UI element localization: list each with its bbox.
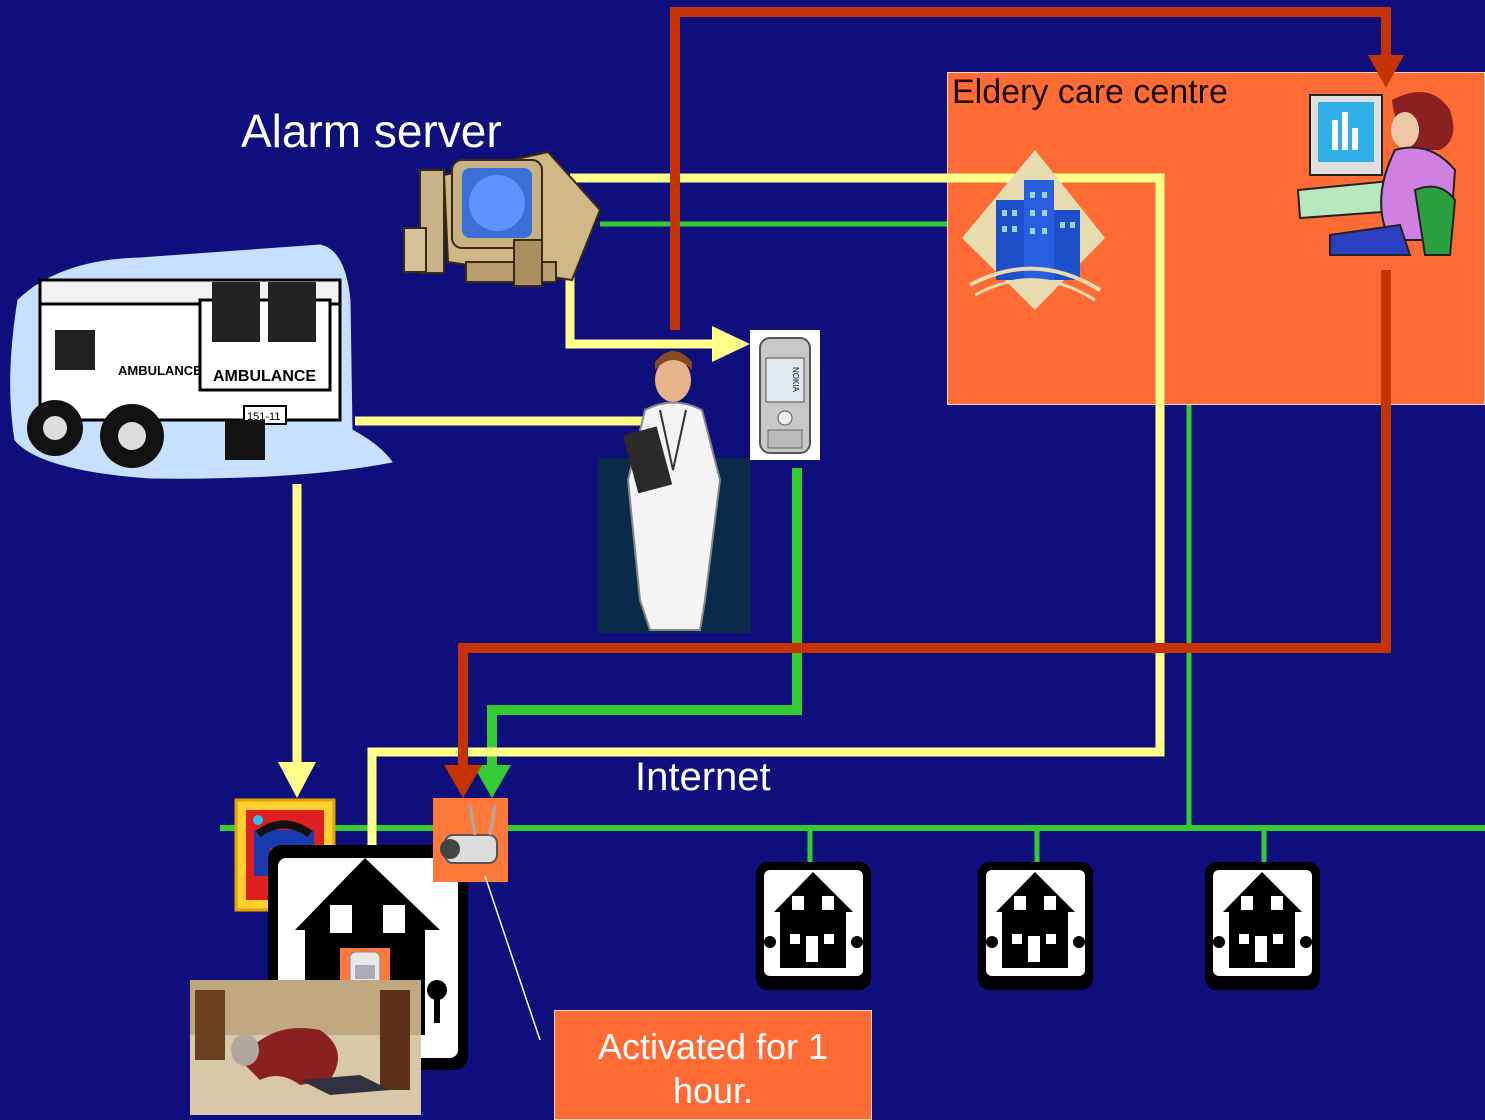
red-links — [444, 7, 1404, 798]
red-arrowhead-operator — [1368, 55, 1404, 88]
activation-note: Activated for 1 hour. — [554, 1010, 872, 1120]
ambulance-icon: AMBULANCE AMBULANCE 151-11 — [10, 244, 393, 479]
red-arrowhead-camera — [444, 765, 482, 798]
note-callout-line — [484, 875, 541, 1041]
internet-label: Internet — [635, 755, 771, 799]
house-3-icon — [978, 862, 1093, 990]
ambulance-rear-text: AMBULANCE — [213, 368, 316, 385]
alarm-server-computer-icon — [403, 150, 602, 287]
operator-to-camera-link — [458, 270, 1391, 770]
phone-brand-text: NOKIA — [791, 367, 800, 393]
care-centre-title: Eldery care centre — [952, 73, 1228, 111]
green-arrowhead — [473, 765, 511, 798]
green-links — [220, 221, 1485, 862]
care-centre-building-icon — [962, 150, 1105, 310]
ambulance-side-text: AMBULANCE — [118, 363, 202, 378]
network-camera-icon — [433, 798, 508, 882]
centre-loop-link — [367, 173, 1165, 950]
fallen-person-photo — [190, 980, 421, 1115]
care-operator-icon — [1296, 92, 1457, 256]
alarm-server-label: Alarm server — [241, 105, 502, 157]
phone-to-camera-link — [487, 468, 802, 770]
house-4-icon — [1205, 862, 1320, 990]
yellow-arrowhead-home — [278, 762, 316, 798]
activation-note-text: Activated for 1 hour. — [597, 1026, 829, 1111]
doctor-to-operator-link — [670, 7, 1391, 330]
doctor-icon — [598, 351, 751, 633]
mobile-phone-icon: NOKIA — [750, 330, 820, 460]
house-2-icon — [756, 862, 871, 990]
yellow-arrowhead-phone — [712, 326, 750, 362]
